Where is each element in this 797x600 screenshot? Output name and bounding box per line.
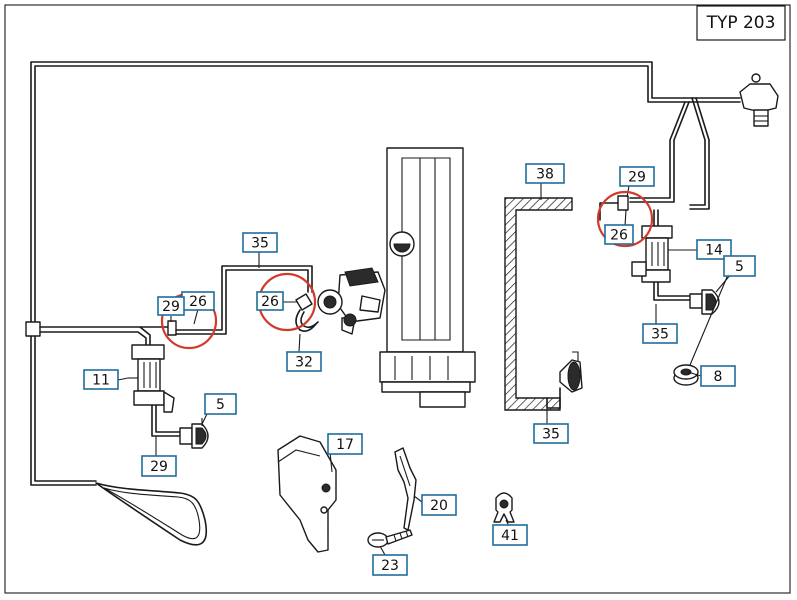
callout-number: 17: [336, 437, 354, 453]
callout-number: 14: [705, 243, 723, 259]
vacuum-connector-right: [559, 351, 583, 393]
callout-5: 5: [723, 255, 756, 277]
callout-box: [327, 433, 363, 455]
callout-number: 5: [735, 259, 744, 275]
callout-labels: 35 26 29 26 32 11 5 29 17 20 23 41 38 29 26 14 5 35 8 35: [83, 163, 756, 576]
leader-lines: [117, 182, 732, 556]
bracket-17: [277, 435, 337, 553]
callout-26: 26: [604, 224, 634, 245]
clip-41: [493, 492, 515, 523]
callout-number: 26: [261, 294, 279, 310]
bracket-20: [394, 447, 417, 531]
callout-box: [696, 239, 732, 260]
callout-number: 35: [251, 236, 269, 252]
callout-number: 29: [162, 299, 180, 315]
callout-26: 26: [181, 291, 215, 311]
callout-number: 23: [381, 558, 399, 574]
diagram-frame: [4, 4, 791, 594]
callout-41: 41: [492, 524, 528, 546]
reservoir-38: [504, 197, 573, 411]
callout-box: [492, 524, 528, 546]
actuator-assembly: [317, 267, 386, 335]
pressure-sensor: [739, 73, 779, 127]
throttle-housing: [379, 147, 476, 408]
callout-number: 11: [92, 373, 110, 389]
vacuum-unit-5-left: [179, 418, 209, 449]
callout-number: 29: [150, 459, 168, 475]
callout-number: 32: [295, 355, 313, 371]
callout-20: 20: [421, 494, 457, 516]
callout-17: 17: [327, 433, 363, 455]
callout-23: 23: [372, 554, 408, 576]
callout-number: 35: [542, 427, 560, 443]
callout-11: 11: [83, 369, 119, 390]
callout-box: [700, 365, 736, 387]
callout-box: [242, 232, 278, 253]
callout-number: 38: [536, 167, 554, 183]
ring-8: [673, 364, 699, 386]
callout-box: [604, 224, 634, 245]
callout-box: [421, 494, 457, 516]
callout-5: 5: [204, 393, 237, 415]
callout-box: [642, 323, 678, 344]
hose-loop: [95, 482, 207, 546]
callout-box: [83, 369, 119, 390]
screw-23: [367, 529, 413, 548]
callout-box: [141, 455, 177, 477]
callout-number: 29: [628, 170, 646, 186]
callout-number: 26: [610, 228, 628, 244]
callout-32: 32: [286, 351, 322, 372]
callout-box: [157, 296, 185, 316]
callout-29: 29: [141, 455, 177, 477]
switchover-valve-11: [128, 344, 175, 413]
vacuum-hose-network: [25, 61, 741, 486]
callout-35: 35: [642, 323, 678, 344]
callout-number: 26: [189, 294, 207, 310]
callout-8: 8: [700, 365, 736, 387]
callout-box: [525, 163, 565, 184]
callout-number: 41: [501, 528, 519, 544]
callout-box: [723, 255, 756, 277]
callout-35: 35: [242, 232, 278, 253]
callout-38: 38: [525, 163, 565, 184]
type-label: TYP 203: [706, 13, 776, 33]
callout-box: [256, 291, 284, 311]
hose-loop-inner: [103, 487, 201, 540]
callout-box: [204, 393, 237, 415]
vacuum-unit-5-right: [689, 289, 720, 315]
callout-29: 29: [619, 166, 655, 187]
connector-26-center: [295, 293, 319, 332]
callout-box: [372, 554, 408, 576]
callout-number: 8: [714, 369, 723, 385]
callout-number: 20: [430, 498, 448, 514]
callout-26: 26: [256, 291, 284, 311]
callout-35: 35: [533, 423, 569, 444]
type-badge: TYP 203: [696, 5, 786, 41]
callout-box: [286, 351, 322, 372]
switchover-valve-14: [631, 225, 696, 283]
callout-number: 5: [216, 397, 225, 413]
callout-box: [533, 423, 569, 444]
callout-number: 35: [651, 327, 669, 343]
callout-29: 29: [157, 296, 185, 316]
callout-box: [619, 166, 655, 187]
highlight-circle-right: [596, 190, 654, 248]
callout-14: 14: [696, 239, 732, 260]
